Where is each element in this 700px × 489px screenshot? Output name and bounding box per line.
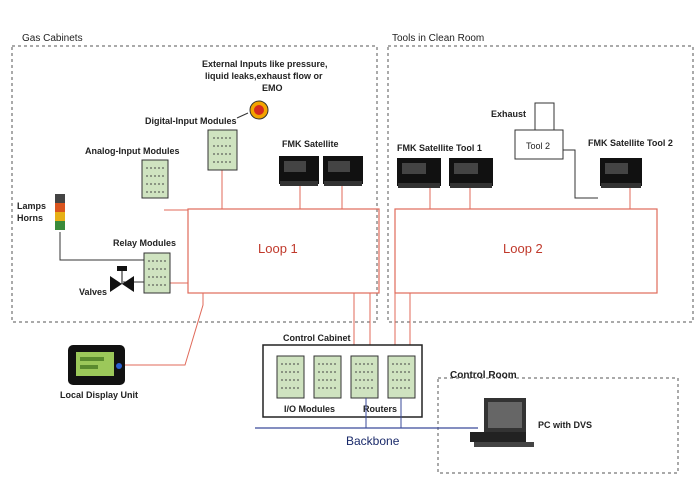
analog-input-label: Analog-Input Modules [85,146,180,156]
emo-sensor [249,100,269,120]
external-inputs-label-line1: External Inputs like pressure, [202,59,328,69]
io-module-1 [276,355,305,399]
loop-1-connections [125,167,371,366]
io-modules-label: I/O Modules [284,404,335,414]
clean-room-title: Tools in Clean Room [392,33,484,44]
external-inputs-label-line3: EMO [262,83,283,93]
router-2 [387,355,416,399]
fmk-satellite-device-1 [279,156,319,186]
fmk-tool2-device [600,158,642,188]
control-cabinet-title: Control Cabinet [283,333,351,343]
routers-label: Routers [363,404,397,414]
backbone-label: Backbone [346,434,400,448]
router-1 [350,355,379,399]
tool-2-box [514,129,564,160]
io-module-2 [313,355,342,399]
fmk-satellite-label: FMK Satellite [282,139,339,149]
loop-1-ring [187,208,380,294]
fmk-tool1-device-2 [449,158,493,188]
lamps-label: Lamps [17,201,46,211]
digital-input-label: Digital-Input Modules [145,116,237,126]
horns-label: Horns [17,213,43,223]
control-room-title: Control Room [450,370,517,381]
external-inputs-label-line2: liquid leaks,exhaust flow or [205,71,323,81]
control-room-region [437,377,679,474]
exhaust-label: Exhaust [491,109,526,119]
valves-label: Valves [79,287,107,297]
fmk-tool1-device-1 [397,158,441,188]
fmk-satellite-device-2 [323,156,363,186]
exhaust-duct [534,102,555,131]
gas-cabinets-title: Gas Cabinets [22,33,83,44]
loop-1-label: Loop 1 [258,241,298,256]
gas-cabinets-region [11,45,378,323]
loop-2-connections [394,185,631,365]
valve-icon [110,266,134,292]
tool-2-label: Tool 2 [526,141,550,151]
loop-2-ring [394,208,658,294]
pc-label: PC with DVS [538,420,592,430]
loop-2-label: Loop 2 [503,241,543,256]
digital-input-module [207,129,238,171]
local-display-label: Local Display Unit [60,390,138,400]
pc-workstation-icon [470,398,534,447]
fmk-tool2-label: FMK Satellite Tool 2 [588,138,673,148]
analog-input-module [141,159,169,199]
local-display-unit [68,345,125,385]
relay-module [143,252,171,294]
fmk-tool1-label: FMK Satellite Tool 1 [397,143,482,153]
stack-light-icon [55,194,65,230]
relay-label: Relay Modules [113,238,176,248]
clean-room-region [387,45,694,323]
